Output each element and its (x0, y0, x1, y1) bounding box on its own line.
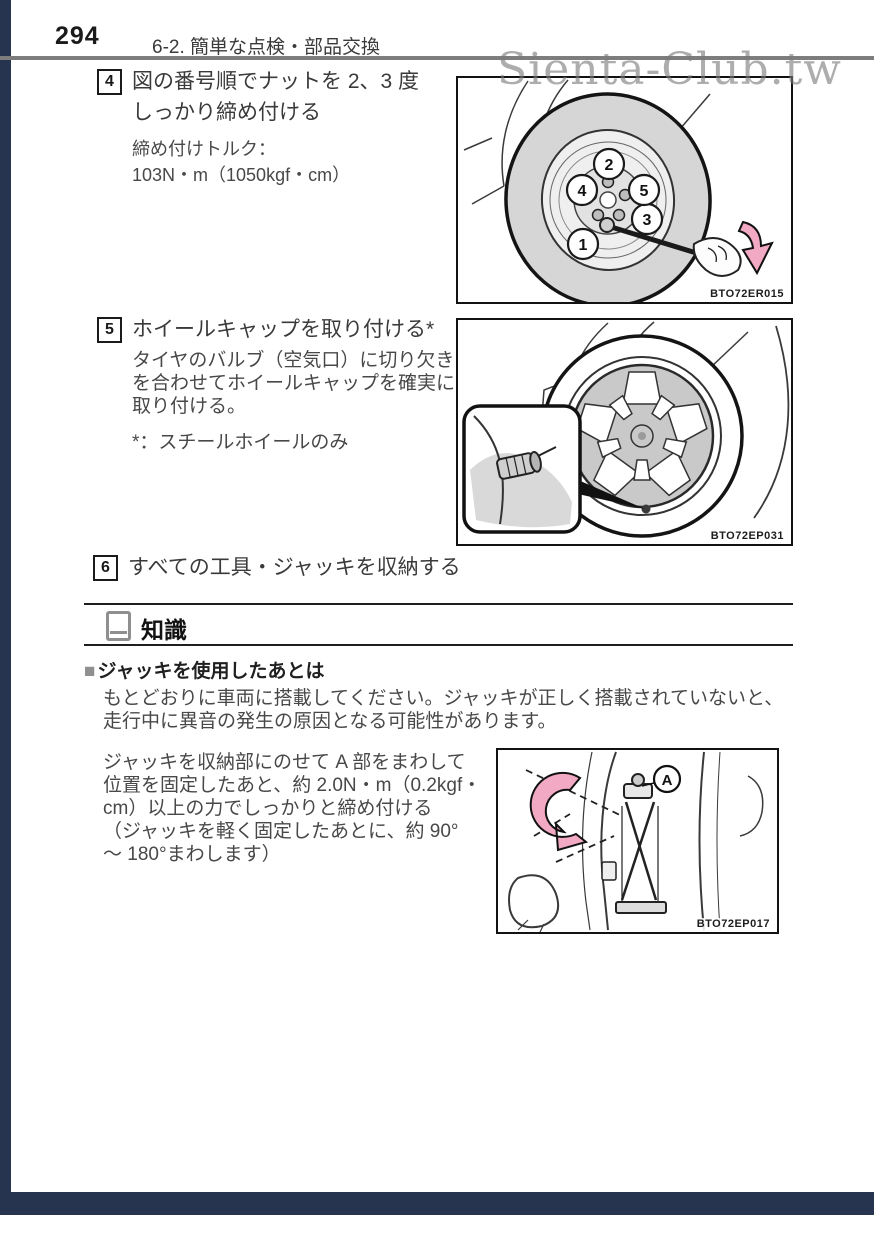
nut-order-callouts (565, 147, 664, 261)
step-4-title: 図の番号順でナットを 2、3 度 しっかり締め付ける (132, 70, 420, 124)
wheel-cap (569, 363, 715, 509)
figure-code: BTO72ER015 (708, 288, 786, 300)
knowledge-heading: 知識 (141, 617, 187, 643)
figure-wheel-cap: BTO72EP031 (456, 318, 793, 546)
tighten-direction-arrow (737, 220, 774, 276)
callout-4: 4 (578, 183, 587, 200)
hand (692, 237, 742, 277)
square-bullet-icon: ■ (84, 661, 96, 682)
valve-position (641, 504, 651, 514)
step-5-body: タイヤのバルブ（空気口）に切り欠き を合わせてホイールキャップを確実に 取り付け… (132, 350, 456, 417)
watermark-text: Sienta-Club.tw (497, 44, 842, 95)
callout-5: 5 (640, 183, 649, 200)
knowledge-bottom-rule (84, 644, 793, 646)
wheel-nut-order-illustration: 1 2 3 4 5 (463, 79, 774, 308)
valve-inset (462, 404, 582, 534)
callout-1: 1 (579, 237, 588, 254)
step-5-title: ホイールキャップを取り付ける* (132, 318, 435, 341)
inset-pointer (578, 480, 645, 509)
jack-stowage-illustration: A (508, 751, 764, 933)
tire (504, 92, 712, 308)
body-panel-lines (508, 751, 764, 933)
knowledge-topic-label: ジャッキを使用したあとは (97, 661, 325, 682)
step-5-number-box: 5 (97, 317, 122, 343)
jack (601, 773, 667, 914)
figure-code: BTO72EP031 (708, 530, 786, 542)
label-leader-line (641, 782, 655, 787)
step-6-title: すべての工具・ジャッキを収納する (128, 556, 461, 579)
knowledge-paragraph-1: もとどおりに車両に搭載してください。ジャッキが正しく搭載されていないと、 走行中… (103, 688, 784, 732)
book-icon (106, 611, 131, 641)
figure-nut-tightening: 1 2 3 4 5 BTO72ER015 (456, 76, 793, 308)
wheel-cap-illustration (462, 321, 790, 538)
callout-2: 2 (605, 157, 614, 174)
step-5-note: *：スチールホイールのみ (132, 432, 349, 453)
turn-direction-arrow (529, 771, 589, 852)
header-rule (0, 56, 874, 60)
step-4-number-box: 4 (97, 69, 122, 95)
nut-order-numbers: 1 2 3 4 5 (578, 157, 652, 254)
figure-jack-stowage: A BTO72EP017 (496, 748, 779, 934)
alignment-dashed-lines (525, 769, 623, 863)
section-title: 6-2. 簡単な点検・部品交換 (152, 37, 381, 58)
knowledge-paragraph-2: ジャッキを収納部にのせて A 部をまわして 位置を固定したあと、約 2.0N・m… (103, 752, 482, 865)
step-4-torque-spec: 締め付けトルク： 103N・m（1050kgf・cm） (132, 139, 351, 185)
bottom-edge-band (0, 1192, 874, 1215)
left-edge-band (0, 0, 11, 1192)
knowledge-topic: ■ジャッキを使用したあとは (84, 656, 325, 683)
part-label-circle (652, 764, 682, 794)
callout-3: 3 (643, 212, 652, 229)
step-6-number-box: 6 (93, 555, 118, 581)
part-label-A: A (662, 772, 673, 789)
page-number: 294 (55, 22, 100, 50)
figure-code: BTO72EP017 (694, 918, 772, 930)
knowledge-top-rule (84, 603, 793, 605)
